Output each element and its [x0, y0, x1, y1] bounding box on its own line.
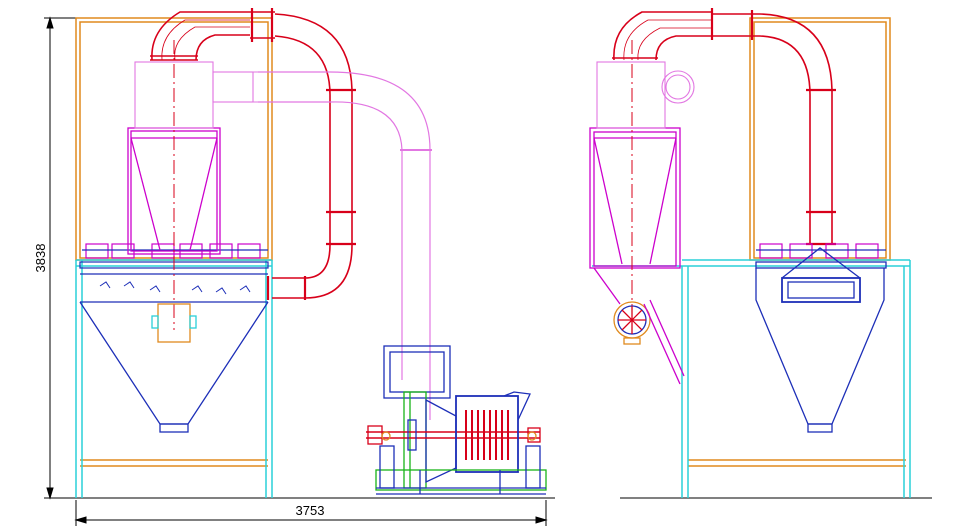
right-upper-frame — [749, 17, 891, 261]
right-base-band — [688, 459, 906, 467]
left-discharge-valve — [151, 303, 197, 343]
right-support-legs — [592, 259, 911, 498]
width-dimension-label: 3753 — [296, 503, 325, 518]
right-hopper — [755, 247, 887, 433]
right-filter-cups — [756, 243, 886, 259]
left-base-band — [80, 459, 268, 467]
right-inlet-box — [596, 61, 695, 129]
height-dimension-label: 3838 — [33, 244, 48, 273]
rotary-valve — [593, 267, 685, 385]
right-red-duct — [612, 8, 836, 246]
pink-duct-to-mill — [258, 71, 432, 420]
right-cyclone — [589, 127, 681, 269]
mill-machine — [366, 345, 547, 495]
left-hopper-marks — [99, 281, 251, 295]
left-inlet-box — [134, 61, 258, 129]
left-support-legs — [75, 259, 273, 498]
left-hopper — [79, 301, 269, 433]
left-red-duct — [150, 8, 356, 300]
dimension-lines — [44, 16, 932, 526]
